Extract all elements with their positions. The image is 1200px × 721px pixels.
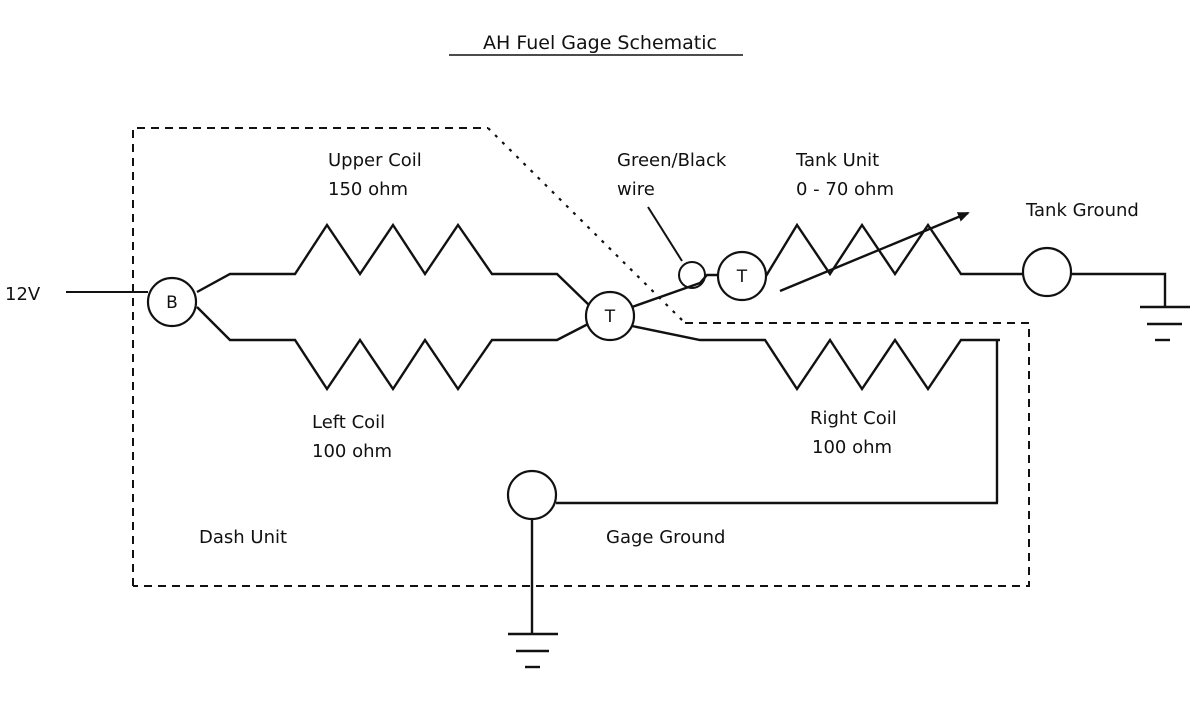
dash-unit-label: Dash Unit	[199, 527, 287, 548]
upper-coil-resistor	[196, 222, 591, 307]
right-coil-resistor	[631, 324, 1000, 392]
dash-unit-boundary-diagonal	[487, 127, 686, 324]
upper-coil-name: Upper Coil	[328, 150, 422, 171]
right-coil-name: Right Coil	[810, 408, 897, 429]
wire-label-line2: wire	[617, 179, 655, 200]
gage-ground-terminal	[506, 469, 558, 521]
tank-ground-label: Tank Ground	[1025, 200, 1139, 221]
diagram-title: AH Fuel Gage Schematic	[483, 32, 717, 54]
wire-leader-line	[647, 206, 683, 262]
supply-label: 12V	[5, 284, 41, 305]
dash-unit-boundary-left	[132, 127, 488, 586]
battery-terminal	[146, 276, 198, 328]
wire-label-line1: Green/Black	[617, 150, 727, 171]
tank-ground-wire	[1071, 272, 1167, 307]
gage-ground-label: Gage Ground	[606, 527, 725, 548]
tank-ground-symbol-icon	[1140, 305, 1190, 342]
upper-coil-value: 150 ohm	[328, 179, 408, 200]
left-coil-resistor	[196, 306, 591, 392]
gauge-terminal-label: T	[604, 307, 616, 327]
left-coil-name: Left Coil	[312, 412, 385, 433]
tank-terminal	[716, 250, 768, 302]
battery-terminal-label: B	[166, 293, 178, 313]
gauge-terminal	[584, 290, 636, 342]
tank-unit-name: Tank Unit	[795, 150, 879, 171]
dash-unit-boundary-right	[133, 322, 1030, 587]
right-coil-value: 100 ohm	[812, 437, 892, 458]
gage-ground-symbol-icon	[508, 632, 558, 669]
green-black-wire-indicator	[678, 261, 706, 289]
left-coil-value: 100 ohm	[312, 441, 392, 462]
tank-ground-terminal	[1021, 246, 1073, 298]
tank-unit-variable-arrow	[779, 211, 970, 293]
tank-unit-resistor	[764, 222, 1023, 277]
tank-unit-value: 0 - 70 ohm	[796, 179, 894, 200]
tank-terminal-label: T	[736, 267, 748, 287]
